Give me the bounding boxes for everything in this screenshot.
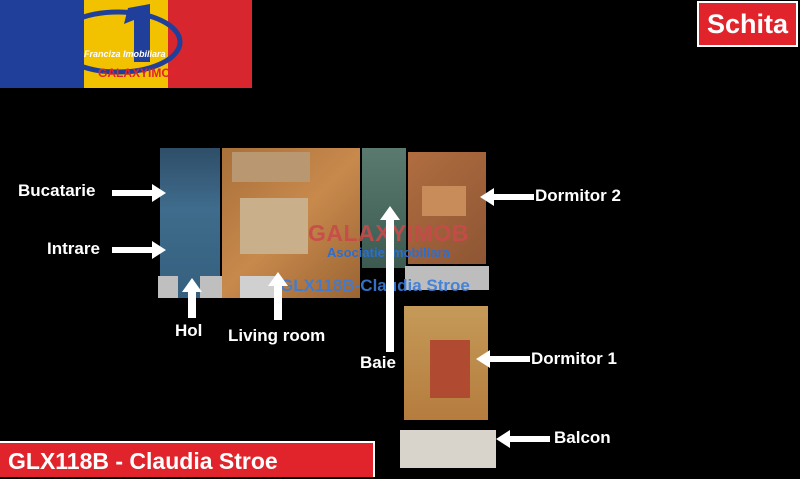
arrow-left-icon bbox=[476, 350, 530, 368]
sofa bbox=[232, 152, 310, 182]
page-title: Schita bbox=[698, 3, 796, 45]
label-intrare: Intrare bbox=[47, 239, 100, 258]
room-bucatarie-area bbox=[160, 148, 220, 298]
logo-emblem-icon bbox=[53, 4, 183, 75]
arrow-right-icon bbox=[112, 184, 166, 202]
arrow-up-icon bbox=[380, 206, 400, 352]
logo-flag: Franciza Imobiliara GALAXYIMOB bbox=[0, 0, 252, 88]
logo-line1: Franciza Imobiliara bbox=[84, 49, 166, 59]
wall-segment bbox=[240, 276, 280, 298]
label-living-room: Living room bbox=[228, 326, 326, 345]
arrow-right-icon bbox=[112, 241, 166, 259]
label-bucatarie: Bucatarie bbox=[18, 181, 96, 200]
arrow-left-icon bbox=[496, 430, 550, 448]
wall-segment bbox=[158, 276, 178, 298]
label-hol: Hol bbox=[175, 321, 203, 340]
logo-line2: GALAXYIMOB bbox=[98, 66, 180, 80]
watermark-code: GLX118B-Claudia Stroe bbox=[280, 276, 470, 295]
wall-segment bbox=[200, 276, 222, 298]
listing-code-label: GLX118B - Claudia Stroe bbox=[0, 441, 375, 477]
corridor-wall bbox=[405, 266, 489, 290]
flag-blue-stripe bbox=[0, 0, 84, 88]
arrow-left-icon bbox=[480, 188, 534, 206]
room-balcon-area bbox=[400, 430, 496, 468]
label-baie: Baie bbox=[360, 353, 396, 372]
arrow-up-icon bbox=[182, 278, 202, 318]
rug bbox=[430, 340, 470, 398]
arrow-up-icon bbox=[268, 272, 288, 320]
room-baie-area bbox=[362, 148, 406, 268]
label-dormitor-1: Dormitor 1 bbox=[531, 349, 617, 368]
rug bbox=[240, 198, 308, 254]
bed bbox=[422, 186, 466, 216]
label-dormitor-2: Dormitor 2 bbox=[535, 186, 621, 205]
label-balcon: Balcon bbox=[554, 428, 611, 447]
